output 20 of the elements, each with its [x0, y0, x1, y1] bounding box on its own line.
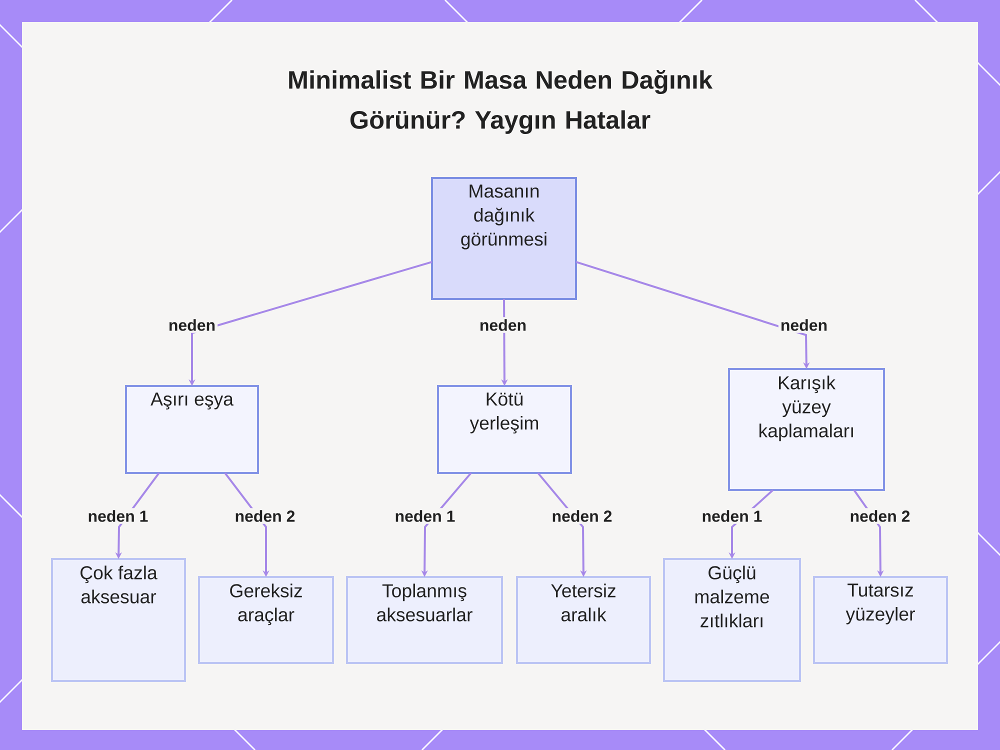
cause-box: Karışık yüzey kaplamaları — [728, 368, 885, 491]
edge-label: neden — [778, 317, 830, 333]
subcause-box: Çok fazla aksesuar — [51, 558, 186, 682]
subcause-box: Tutarsız yüzeyler — [813, 576, 948, 664]
edge-label: neden 2 — [232, 508, 298, 524]
edge-label: neden — [166, 317, 218, 333]
edge-label: neden 1 — [86, 508, 150, 524]
edge-label: neden 2 — [550, 508, 614, 524]
title: Minimalist Bir Masa Neden Dağınık Görünür? Yaygın Hatalar — [289, 70, 713, 134]
subcause-box: Güçlü malzeme zıtlıkları — [663, 558, 801, 682]
cause-box: Kötü yerleşim — [437, 385, 572, 474]
subcause-box: Gereksiz araçlar — [198, 576, 334, 664]
subcause-box: Yetersiz aralık — [516, 576, 651, 664]
edge-label: neden — [477, 317, 529, 333]
edge-label: neden 1 — [700, 508, 764, 524]
edge-label: neden 2 — [848, 508, 912, 524]
subcause-box: Toplanmış aksesuarlar — [346, 576, 503, 664]
cause-box: Aşırı eşya — [125, 385, 259, 474]
edge-label: neden 1 — [392, 508, 458, 524]
problem-box: Masanın dağınık görünmesi — [431, 177, 577, 300]
